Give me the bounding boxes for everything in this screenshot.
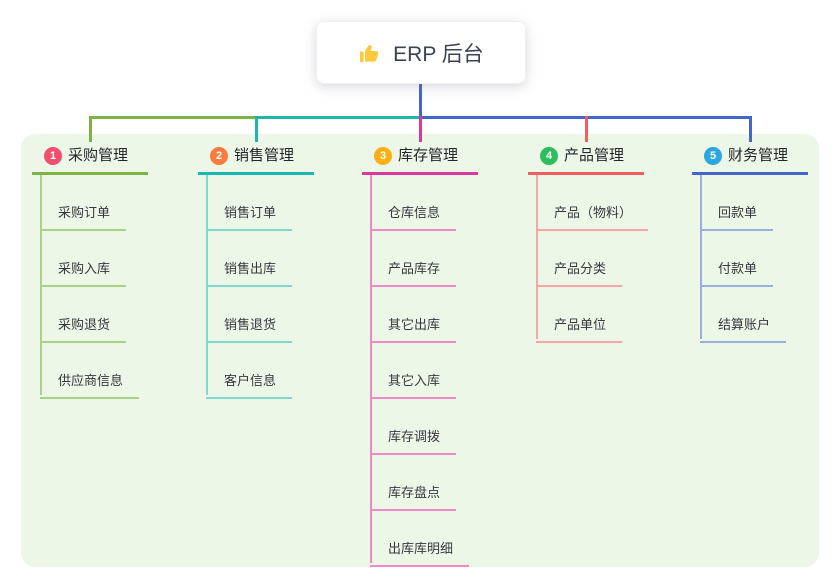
- connector-drop-4: [584, 116, 588, 142]
- child-node-row: 出库库明细: [370, 511, 478, 567]
- branch-number-badge: 2: [210, 147, 228, 165]
- child-node-row: 其它出库: [370, 287, 478, 343]
- child-node-row: 库存调拨: [370, 399, 478, 455]
- branch-column-1: 1 采购管理采购订单采购入库采购退货供应商信息: [32, 147, 148, 399]
- connector-segment-1: [90, 116, 256, 119]
- child-node-row: 供应商信息: [40, 343, 148, 399]
- branch-node-4[interactable]: 4 产品管理: [528, 147, 644, 175]
- branch-number-badge: 3: [374, 147, 392, 165]
- child-node-row: 销售退货: [206, 287, 314, 343]
- child-node-row: 产品（物料）: [536, 175, 649, 231]
- child-node-row: 回款单: [700, 175, 808, 231]
- child-node[interactable]: 其它入库: [370, 373, 457, 399]
- connector-drop-1: [88, 116, 92, 142]
- child-node-row: 库存盘点: [370, 455, 478, 511]
- thumbs-up-icon: [360, 44, 379, 62]
- connector-drop-3: [418, 116, 422, 142]
- child-node-row: 采购入库: [40, 231, 148, 287]
- children-trunk-line: [370, 175, 372, 563]
- child-node-row: 产品分类: [536, 231, 644, 287]
- branch-node-2[interactable]: 2 销售管理: [198, 147, 314, 175]
- child-node-row: 客户信息: [206, 343, 314, 399]
- root-title: ERP 后台: [393, 42, 484, 66]
- branch-children: 回款单付款单结算账户: [692, 175, 808, 343]
- children-trunk-line: [536, 175, 538, 339]
- child-node[interactable]: 产品单位: [536, 317, 623, 343]
- child-node[interactable]: 客户信息: [206, 373, 293, 399]
- branch-label: 采购管理: [68, 147, 129, 164]
- root-node[interactable]: ERP 后台: [316, 21, 526, 84]
- child-node[interactable]: 出库库明细: [370, 541, 470, 567]
- child-node-row: 其它入库: [370, 343, 478, 399]
- connector-segment-2: [256, 116, 420, 119]
- branch-node-1[interactable]: 1 采购管理: [32, 147, 148, 175]
- child-node-row: 仓库信息: [370, 175, 478, 231]
- branch-column-4: 4 产品管理产品（物料） 产品分类产品单位: [528, 147, 649, 343]
- child-node-row: 结算账户: [700, 287, 808, 343]
- branch-node-5[interactable]: 5 财务管理: [692, 147, 808, 175]
- child-node-row: 销售订单: [206, 175, 314, 231]
- branch-number-badge: 4: [540, 147, 558, 165]
- child-node-row: 产品库存: [370, 231, 478, 287]
- child-node[interactable]: 仓库信息: [370, 205, 457, 231]
- branch-label: 库存管理: [398, 147, 459, 164]
- child-node[interactable]: 采购退货: [40, 317, 127, 343]
- branch-children: 仓库信息产品库存其它出库其它入库库存调拨库存盘点出库库明细: [362, 175, 478, 567]
- children-trunk-line: [700, 175, 702, 339]
- branch-label: 产品管理: [564, 147, 625, 164]
- branch-label: 销售管理: [234, 147, 295, 164]
- child-node[interactable]: 产品分类: [536, 261, 623, 287]
- branch-children: 产品（物料） 产品分类产品单位: [528, 175, 649, 343]
- child-node[interactable]: 产品库存: [370, 261, 457, 287]
- connector-drop-2: [254, 116, 258, 142]
- child-node[interactable]: 付款单: [700, 261, 774, 287]
- child-node-row: 付款单: [700, 231, 808, 287]
- root-connector-line: [419, 82, 422, 119]
- child-node[interactable]: 采购入库: [40, 261, 127, 287]
- child-node-row: 采购订单: [40, 175, 148, 231]
- child-node[interactable]: 销售订单: [206, 205, 293, 231]
- child-node[interactable]: 销售退货: [206, 317, 293, 343]
- branch-column-3: 3 库存管理仓库信息产品库存其它出库其它入库库存调拨库存盘点出库库明细: [362, 147, 478, 567]
- branch-column-5: 5 财务管理回款单付款单结算账户: [692, 147, 808, 343]
- child-node-row: 产品单位: [536, 287, 644, 343]
- child-node[interactable]: 回款单: [700, 205, 774, 231]
- branch-column-2: 2 销售管理销售订单销售出库销售退货客户信息: [198, 147, 314, 399]
- child-node[interactable]: 库存调拨: [370, 429, 457, 455]
- child-node[interactable]: 产品（物料）: [536, 205, 649, 231]
- branch-children: 采购订单采购入库采购退货供应商信息: [32, 175, 148, 399]
- child-node[interactable]: 结算账户: [700, 317, 787, 343]
- child-node[interactable]: 销售出库: [206, 261, 293, 287]
- children-trunk-line: [206, 175, 208, 395]
- connector-drop-5: [748, 116, 752, 142]
- child-node[interactable]: 库存盘点: [370, 485, 457, 511]
- child-node-row: 销售出库: [206, 231, 314, 287]
- branch-number-badge: 1: [44, 147, 62, 165]
- child-node[interactable]: 供应商信息: [40, 373, 140, 399]
- branch-number-badge: 5: [704, 147, 722, 165]
- child-node-row: 采购退货: [40, 287, 148, 343]
- branch-node-3[interactable]: 3 库存管理: [362, 147, 478, 175]
- branch-children: 销售订单销售出库销售退货客户信息: [198, 175, 314, 399]
- children-trunk-line: [40, 175, 42, 395]
- child-node[interactable]: 采购订单: [40, 205, 127, 231]
- mindmap-canvas: [21, 134, 819, 567]
- branch-label: 财务管理: [728, 147, 789, 164]
- child-node[interactable]: 其它出库: [370, 317, 457, 343]
